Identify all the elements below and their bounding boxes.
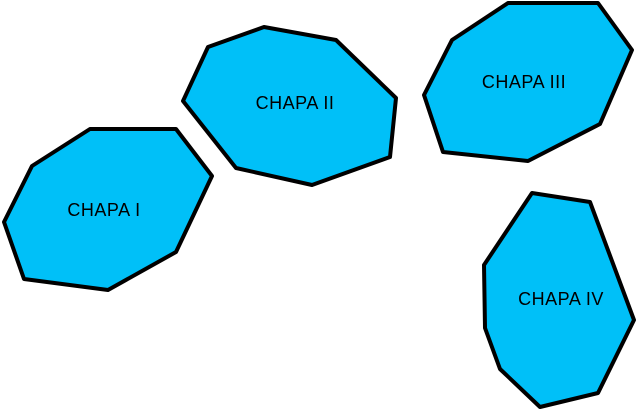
plate-3-shape [422,1,634,163]
plate-3-label: CHAPA III [482,72,566,92]
plate-4-shape [482,191,636,409]
plate-3: CHAPA III [422,1,634,163]
plate-1: CHAPA I [2,127,214,292]
plate-2-label: CHAPA II [256,93,335,113]
plate-4: CHAPA IV [482,191,636,409]
plate-1-label: CHAPA I [67,200,140,220]
plate-1-shape [2,127,214,292]
plate-4-label: CHAPA IV [518,289,604,309]
plate-2-shape [181,25,398,187]
plate-2: CHAPA II [181,25,398,187]
